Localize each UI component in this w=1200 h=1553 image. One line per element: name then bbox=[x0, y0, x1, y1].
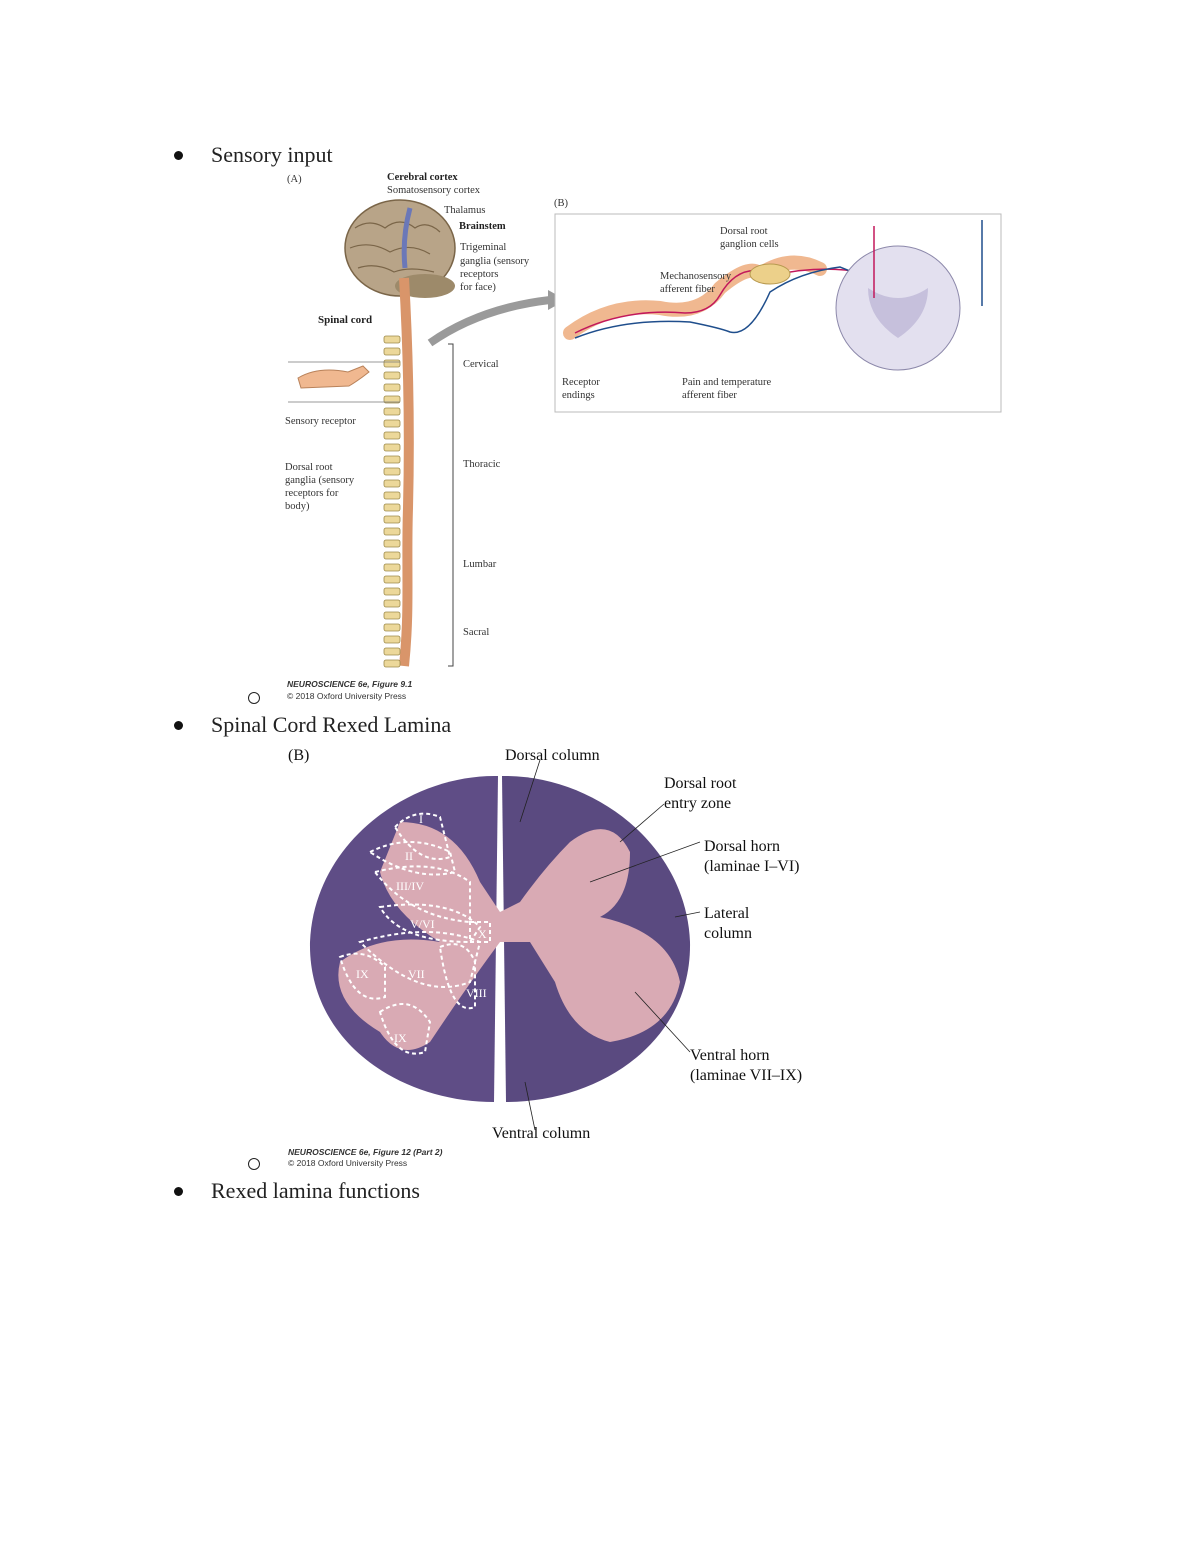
dorsal-root-entry-label-1: Dorsal root bbox=[664, 775, 737, 792]
region-bracket bbox=[448, 343, 454, 667]
spinal-cord bbox=[399, 277, 414, 667]
lamina-boundaries bbox=[338, 812, 491, 1055]
lamina-IX-b: IX bbox=[394, 1031, 407, 1045]
pain-temp-label-2: afferent fiber bbox=[682, 390, 737, 401]
ventral-horn-label-2: (laminae VII–IX) bbox=[690, 1067, 802, 1084]
drg-label-4: body) bbox=[285, 501, 310, 512]
lamina-X: X bbox=[478, 927, 487, 941]
sensory-pathway-figure: (A) Cerebral cortex Somatosensory cortex… bbox=[285, 172, 1002, 701]
lumbar-label: Lumbar bbox=[463, 559, 497, 570]
panel-a-label: (A) bbox=[287, 174, 302, 185]
lateral-column-label-1: Lateral bbox=[704, 905, 750, 922]
lamina-II: II bbox=[405, 849, 413, 863]
panel-b-label: (B) bbox=[554, 198, 569, 209]
mechano-label-1: Mechanosensory bbox=[660, 271, 732, 282]
brain-illustration bbox=[344, 199, 456, 298]
bullet-icon bbox=[174, 720, 183, 730]
bullet-item: Sensory input bbox=[174, 142, 333, 168]
drg-label-2: ganglia (sensory bbox=[285, 475, 355, 486]
lamina-VII: VII bbox=[408, 967, 425, 981]
thoracic-label: Thoracic bbox=[463, 459, 501, 470]
dorsal-column-label: Dorsal column bbox=[505, 747, 600, 764]
sensory-receptor-label: Sensory receptor bbox=[285, 416, 356, 427]
bullet-icon bbox=[174, 150, 183, 160]
figure-credit-2: © 2018 Oxford University Press bbox=[288, 1158, 407, 1168]
leader-lines bbox=[519, 759, 701, 1131]
lateral-column-label-2: column bbox=[704, 925, 752, 942]
sub-bullet-icon bbox=[248, 1158, 260, 1170]
receptor-endings-label-1: Receptor bbox=[562, 377, 600, 388]
figure-credit-1: NEUROSCIENCE 6e, Figure 9.1 bbox=[287, 679, 412, 689]
arm-illustration bbox=[297, 365, 370, 389]
trigeminal-label-2: ganglia (sensory bbox=[460, 256, 530, 267]
lamina-V-VI: V/VI bbox=[410, 917, 435, 931]
figure-credit-2: © 2018 Oxford University Press bbox=[287, 691, 406, 701]
lamina-I: I bbox=[419, 812, 423, 826]
ventral-horn-label-1: Ventral horn bbox=[690, 1047, 770, 1064]
dorsal-horn-label-2: (laminae I–VI) bbox=[704, 858, 800, 875]
drg-cells-label-2: ganglion cells bbox=[720, 239, 779, 250]
lamina-IX-a: IX bbox=[356, 967, 369, 981]
cerebral-cortex-label: Cerebral cortex bbox=[387, 172, 458, 183]
figure-credit-1: NEUROSCIENCE 6e, Figure 12 (Part 2) bbox=[288, 1147, 443, 1157]
receptor-endings-label-2: endings bbox=[562, 390, 595, 401]
panel-b-label: (B) bbox=[288, 747, 309, 764]
cervical-label: Cervical bbox=[463, 359, 499, 370]
somatosensory-cortex-label: Somatosensory cortex bbox=[387, 185, 481, 196]
spinal-cord-label: Spinal cord bbox=[318, 314, 372, 326]
dorsal-horn-label-1: Dorsal horn bbox=[704, 838, 780, 855]
pain-temp-label-1: Pain and temperature bbox=[682, 377, 772, 388]
drg-label-1: Dorsal root bbox=[285, 462, 333, 473]
sacral-label: Sacral bbox=[463, 627, 489, 638]
trigeminal-label-4: for face) bbox=[460, 282, 496, 293]
sub-bullet-icon bbox=[248, 692, 260, 704]
trigeminal-label-1: Trigeminal bbox=[460, 242, 506, 253]
dorsal-root-entry-label-2: entry zone bbox=[664, 795, 731, 812]
lamina-VIII: VIII bbox=[466, 986, 487, 1000]
bullet-item: Rexed lamina functions bbox=[174, 1178, 420, 1204]
bullet-text: Sensory input bbox=[211, 142, 333, 167]
lamina-III-IV: III/IV bbox=[396, 879, 424, 893]
mechano-label-2: afferent fiber bbox=[660, 284, 715, 295]
thalamus-label: Thalamus bbox=[444, 205, 485, 216]
arrow-icon bbox=[427, 296, 551, 347]
brainstem-label: Brainstem bbox=[459, 221, 506, 232]
rexed-lamina-figure: (B) I II III/IV V/VI X VII IX VIII IX Do… bbox=[288, 747, 802, 1168]
drg-cells-label-1: Dorsal root bbox=[720, 226, 768, 237]
drg-label-3: receptors for bbox=[285, 488, 339, 499]
bullet-text: Rexed lamina functions bbox=[211, 1178, 420, 1203]
spinal-cord-section bbox=[309, 775, 691, 1102]
bullet-text: Spinal Cord Rexed Lamina bbox=[211, 712, 452, 737]
vertebrae bbox=[383, 335, 401, 668]
bullet-icon bbox=[174, 1186, 183, 1196]
bullet-item: Spinal Cord Rexed Lamina bbox=[174, 712, 451, 738]
ventral-column-label: Ventral column bbox=[492, 1125, 590, 1142]
trigeminal-label-3: receptors bbox=[460, 269, 498, 280]
